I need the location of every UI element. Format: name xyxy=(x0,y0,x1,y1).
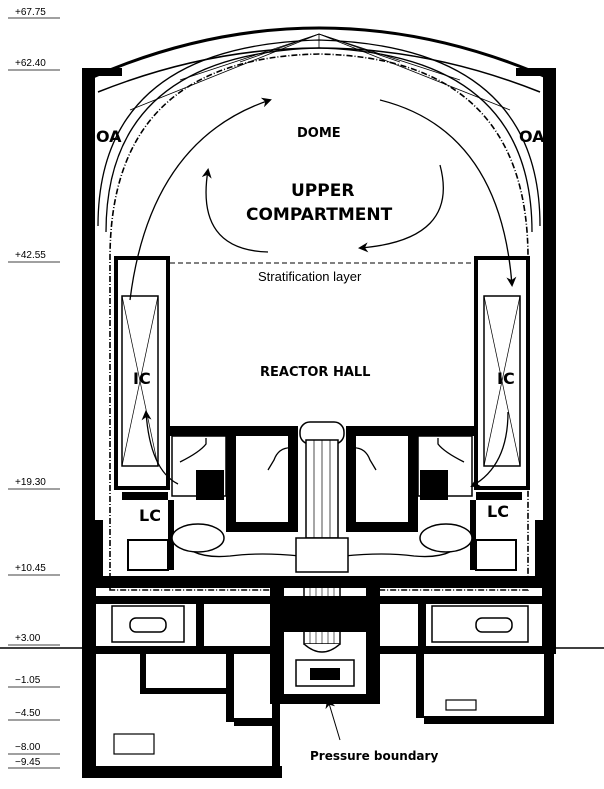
lc-tanks xyxy=(127,523,517,571)
label-upper: UPPER xyxy=(291,181,354,201)
elevation-10-45: +10.45 xyxy=(15,563,46,574)
elevation-42-55: +42.55 xyxy=(15,250,46,261)
elevation-minus-1-05: −1.05 xyxy=(15,675,41,686)
ic-right-structure xyxy=(474,256,530,490)
label-ic-left: IC xyxy=(133,369,151,388)
basement xyxy=(82,588,556,778)
elevation-3-00: +3.00 xyxy=(15,633,41,644)
main-floor-slab xyxy=(95,520,543,588)
pressure-boundary-pointer xyxy=(325,698,341,741)
flow-arrows xyxy=(129,97,517,487)
elevation-lines xyxy=(8,17,60,769)
label-compartment: COMPARTMENT xyxy=(246,205,393,225)
label-lc-right: LC xyxy=(487,502,509,521)
reactor-floor-structures xyxy=(122,426,522,570)
elevation-minus-9-45: −9.45 xyxy=(15,757,41,768)
dome-truss xyxy=(129,33,511,111)
flow-arrow-right-down xyxy=(379,99,517,287)
elevation-minus-8-00: −8.00 xyxy=(15,742,41,753)
elevation-62-40: +62.40 xyxy=(15,58,46,69)
label-dome: DOME xyxy=(297,126,341,141)
elevation-19-30: +19.30 xyxy=(15,477,46,488)
label-lc-left: LC xyxy=(139,506,161,525)
ic-left-structure xyxy=(114,256,170,490)
elevation-scale: +67.75 +62.40 +42.55 +19.30 +10.45 +3.00… xyxy=(8,7,60,769)
flow-arrow-upper-left xyxy=(201,168,269,253)
flow-arrow-upper-right xyxy=(358,164,444,253)
label-pressure-boundary: Pressure boundary xyxy=(310,749,438,763)
elevation-67-75: +67.75 xyxy=(15,7,46,18)
flow-arrow-left-up xyxy=(129,97,272,301)
flow-arrow-ic-right xyxy=(470,411,509,487)
outer-building xyxy=(82,68,556,588)
flow-arrow-ic-left xyxy=(141,410,179,485)
label-stratification-layer: Stratification layer xyxy=(258,269,362,284)
elevation-minus-4-50: −4.50 xyxy=(15,708,41,719)
label-reactor-hall: REACTOR HALL xyxy=(260,365,370,380)
label-oa-right: OA xyxy=(519,127,545,146)
pressure-boundary-line xyxy=(109,53,529,698)
label-oa-left: OA xyxy=(96,127,122,146)
label-ic-right: IC xyxy=(497,369,515,388)
